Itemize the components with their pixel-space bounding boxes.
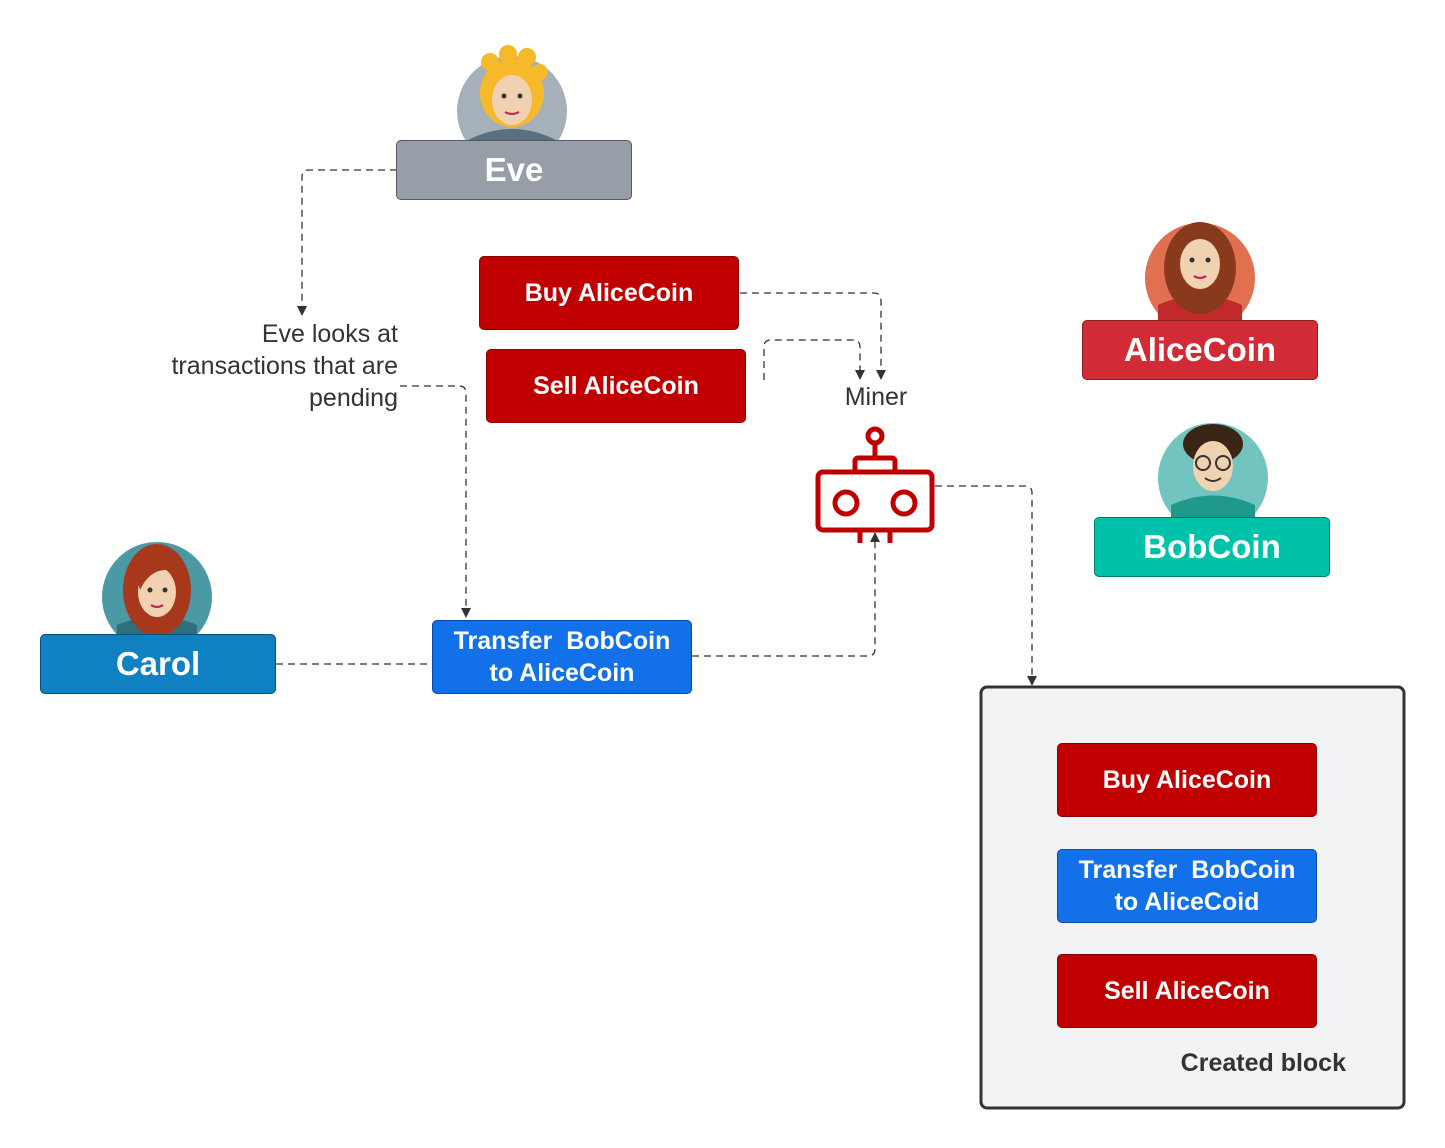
- connector-robot-to-block: [935, 485, 1037, 686]
- created-block-caption: Created block: [1180, 1049, 1346, 1077]
- pending-buy-transaction: Buy AliceCoin: [479, 256, 739, 330]
- connector-transfer-to-robot: [692, 532, 880, 657]
- robot-icon: [815, 426, 935, 543]
- eve-annotation: Eve looks at transactions that are pendi…: [140, 318, 398, 414]
- annotation-line-1: Eve looks at: [261, 320, 398, 348]
- annotation-line-3: pending: [309, 384, 398, 412]
- carol-label: Carol: [40, 634, 276, 694]
- connector-buy-to-miner: [740, 292, 886, 380]
- miner-label: Miner: [844, 383, 908, 411]
- transfer-line-1: Transfer BobCoin: [453, 627, 671, 655]
- eve-label: Eve: [396, 140, 632, 200]
- connector-eve-to-annotation: [297, 169, 397, 316]
- carol-avatar: [102, 542, 212, 652]
- bob-label: BobCoin: [1094, 517, 1330, 577]
- pending-sell-transaction: Sell AliceCoin: [486, 349, 746, 423]
- block-buy-transaction: Buy AliceCoin: [1057, 743, 1317, 817]
- block-transfer-line-2: to AliceCoid: [1114, 888, 1260, 916]
- pending-transfer-transaction: Transfer BobCoin to AliceCoin: [432, 620, 692, 694]
- eve-avatar: [457, 45, 567, 166]
- bob-avatar: [1158, 423, 1268, 533]
- annotation-line-2: transactions that are: [171, 352, 398, 380]
- alice-label: AliceCoin: [1082, 320, 1318, 380]
- transfer-line-2: to AliceCoin: [489, 659, 635, 687]
- connector-sell-to-miner: [763, 339, 865, 380]
- alice-avatar: [1145, 222, 1255, 333]
- block-transfer-line-1: Transfer BobCoin: [1078, 856, 1296, 884]
- block-sell-transaction: Sell AliceCoin: [1057, 954, 1317, 1028]
- block-transfer-transaction: Transfer BobCoin to AliceCoid: [1057, 849, 1317, 923]
- connector-annotation-to-transfer: [400, 385, 471, 618]
